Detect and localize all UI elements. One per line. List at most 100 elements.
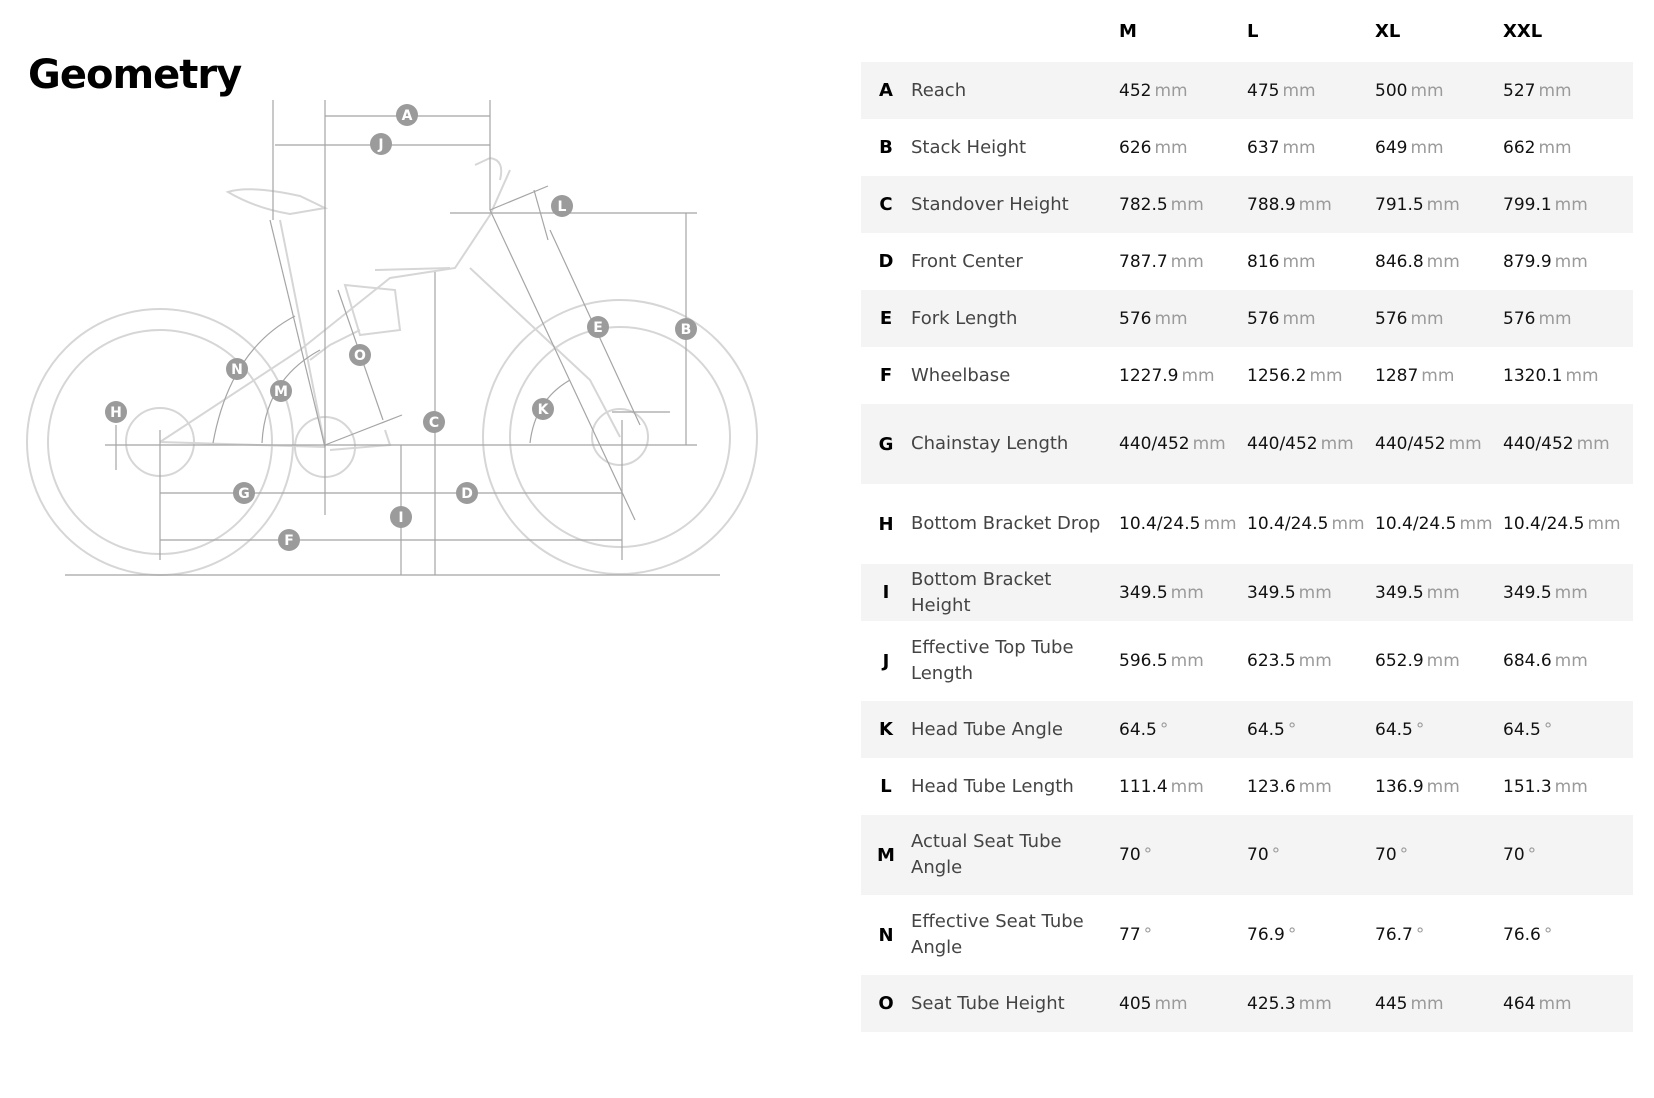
value-number: 782.5 xyxy=(1119,194,1168,215)
badge-f-circle xyxy=(278,529,300,551)
value-unit: mm xyxy=(1170,194,1204,215)
value-number: 70 xyxy=(1503,845,1525,865)
value-number: 652.9 xyxy=(1375,651,1424,671)
size-header-m[interactable]: M xyxy=(1119,20,1137,42)
value-unit: mm xyxy=(1538,80,1572,101)
value-unit: ° xyxy=(1543,925,1553,945)
value-unit: ° xyxy=(1143,845,1153,865)
badge-j-circle xyxy=(370,133,392,155)
value-unit: mm xyxy=(1410,137,1444,158)
value-number: 452 xyxy=(1119,80,1152,101)
badge-c-label: C xyxy=(429,415,439,431)
value-number: 576 xyxy=(1503,308,1536,329)
badge-d-label: D xyxy=(461,486,473,502)
value-unit: mm xyxy=(1426,651,1460,671)
value-number: 136.9 xyxy=(1375,776,1424,797)
size-header-xxl[interactable]: XXL xyxy=(1503,20,1543,42)
value-cell-xxl: 70° xyxy=(1503,842,1631,868)
row-letter: A xyxy=(879,80,893,101)
row-label: Wheelbase xyxy=(911,364,1011,386)
value-number: 879.9 xyxy=(1503,251,1552,272)
value-unit: mm xyxy=(1421,365,1455,386)
value-number: 123.6 xyxy=(1247,776,1296,797)
value-number: 1320.1 xyxy=(1503,365,1563,386)
value-number: 623.5 xyxy=(1247,651,1296,671)
value-unit: mm xyxy=(1170,651,1204,671)
row-letter: E xyxy=(879,308,893,329)
row-label: Standover Height xyxy=(911,193,1069,215)
badge-b-circle xyxy=(675,318,697,340)
row-label: Fork Length xyxy=(911,307,1018,329)
value-unit: mm xyxy=(1426,582,1460,603)
value-number: 70 xyxy=(1247,845,1269,865)
value-unit: mm xyxy=(1426,194,1460,215)
badge-h-label: H xyxy=(110,405,122,421)
value-number: 151.3 xyxy=(1503,776,1552,797)
badge-h-circle xyxy=(105,401,127,423)
value-unit: mm xyxy=(1298,993,1332,1014)
value-unit: mm xyxy=(1154,308,1188,329)
value-number: 637 xyxy=(1247,137,1280,158)
value-unit: mm xyxy=(1282,80,1316,101)
row-letter: N xyxy=(878,924,894,946)
badge-d-circle xyxy=(456,482,478,504)
value-number: 649 xyxy=(1375,137,1408,158)
row-label: Actual Seat Tube Angle xyxy=(911,831,1062,878)
value-unit: mm xyxy=(1170,251,1204,272)
row-letter: I xyxy=(882,582,890,603)
value-number: 70 xyxy=(1119,845,1141,865)
value-cell-xxl: 64.5° xyxy=(1503,717,1631,743)
row-label: Effective Top Tube Length xyxy=(911,637,1074,684)
value-unit: mm xyxy=(1587,514,1621,534)
value-cell-m: 64.5° xyxy=(1119,717,1247,743)
row-label: Reach xyxy=(911,79,967,101)
row-label: Stack Height xyxy=(911,136,1027,158)
value-number: 64.5 xyxy=(1247,719,1285,740)
badge-n-label: N xyxy=(231,362,243,378)
value-cell-l: 70° xyxy=(1247,842,1375,868)
badge-e-circle xyxy=(587,316,609,338)
value-unit: ° xyxy=(1543,719,1553,740)
size-header-l[interactable]: L xyxy=(1247,20,1259,42)
value-unit: ° xyxy=(1287,719,1297,740)
value-unit: mm xyxy=(1331,514,1365,534)
value-unit: mm xyxy=(1565,365,1599,386)
size-header-xl[interactable]: XL xyxy=(1375,20,1401,42)
value-number: 788.9 xyxy=(1247,194,1296,215)
value-number: 349.5 xyxy=(1247,582,1296,603)
value-number: 440/452 xyxy=(1119,434,1190,454)
value-unit: mm xyxy=(1426,776,1460,797)
value-number: 1256.2 xyxy=(1247,365,1307,386)
value-number: 816 xyxy=(1247,251,1280,272)
value-unit: mm xyxy=(1192,434,1226,454)
value-number: 440/452 xyxy=(1503,434,1574,454)
value-number: 1287 xyxy=(1375,365,1419,386)
value-number: 64.5 xyxy=(1375,719,1413,740)
badge-a-label: A xyxy=(402,108,413,124)
row-label: Bottom Bracket Height xyxy=(911,568,1052,616)
value-unit: mm xyxy=(1298,651,1332,671)
